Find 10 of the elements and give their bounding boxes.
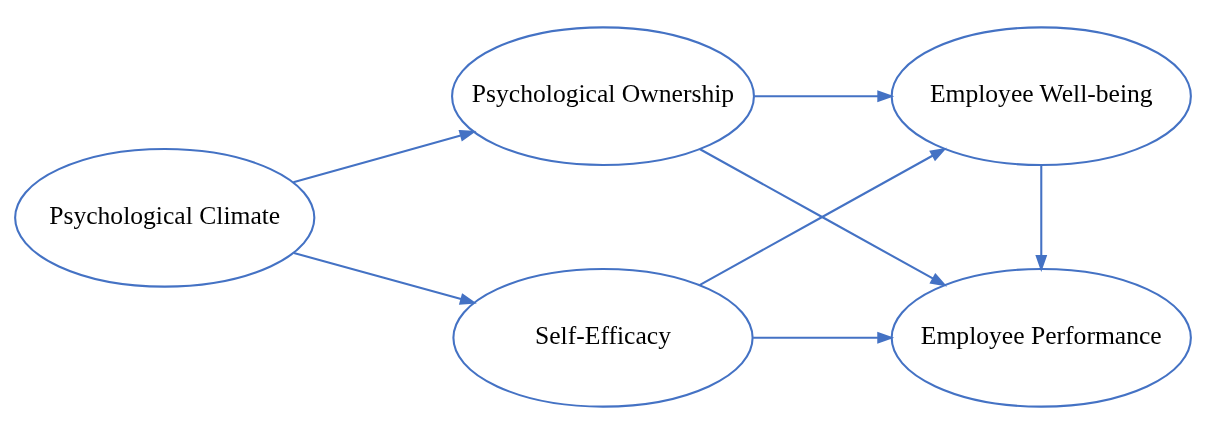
arrow (753, 331, 895, 344)
node-ellipse: Employee Well-being (890, 25, 1192, 166)
node-ellipse: Employee Performance (890, 267, 1192, 408)
node-ellipse: Psychological Climate (14, 147, 316, 288)
arrow (1035, 164, 1048, 272)
arrow (293, 251, 477, 305)
arrow (293, 129, 477, 183)
node-ellipse: Self-Efficacy (452, 267, 754, 408)
node-ellipse: Psychological Ownership (451, 25, 755, 166)
arrow (754, 89, 895, 102)
